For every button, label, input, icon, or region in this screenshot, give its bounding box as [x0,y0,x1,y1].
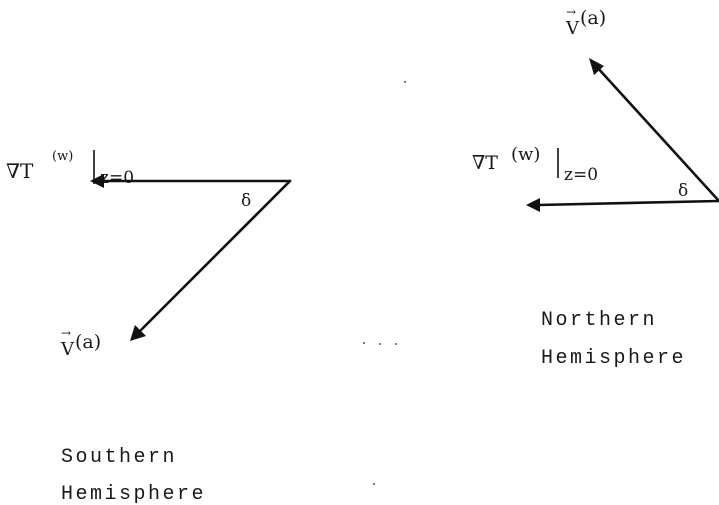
northern-hemisphere-diagram: → V (a) ∇T (w) z=0 δ Northern Hemisphere [472,5,719,370]
northern-velocity-arrow-accent: → [566,5,576,19]
southern-velocity-arrowhead [130,325,146,341]
northern-gradient-arrow-shaft [536,199,719,207]
northern-caption-line2: Hemisphere [541,347,686,370]
northern-velocity-superscript: (a) [580,7,606,29]
northern-velocity-symbol: V [565,18,580,39]
southern-gradient-superscript: (w) [52,149,73,164]
southern-velocity-superscript: (a) [75,331,101,353]
northern-gradient-subscript: z=0 [564,165,598,185]
southern-gradient-subscript: z=0 [100,168,134,188]
northern-velocity-arrow-shaft [594,64,719,203]
scan-specks [363,81,406,485]
southern-caption-line1: Southern [61,446,177,469]
southern-caption-line2: Hemisphere [61,483,206,505]
northern-gradient-symbol: ∇T [472,152,498,174]
southern-velocity-arrow-accent: → [61,326,71,340]
northern-angle-delta: δ [678,181,688,201]
northern-gradient-superscript: (w) [511,144,540,165]
southern-velocity-symbol: V [60,339,75,360]
northern-velocity-arrowhead [589,58,604,75]
southern-hemisphere-diagram: ∇T (w) z=0 δ → V (a) Southern Hemisphere [6,149,292,505]
southern-angle-delta: δ [241,191,251,211]
northern-gradient-arrowhead [526,198,540,212]
northern-caption-line1: Northern [541,309,657,332]
southern-velocity-arrow-shaft [136,179,292,335]
southern-gradient-symbol: ∇T [6,159,34,183]
southern-gradient-arrowhead [90,174,104,188]
